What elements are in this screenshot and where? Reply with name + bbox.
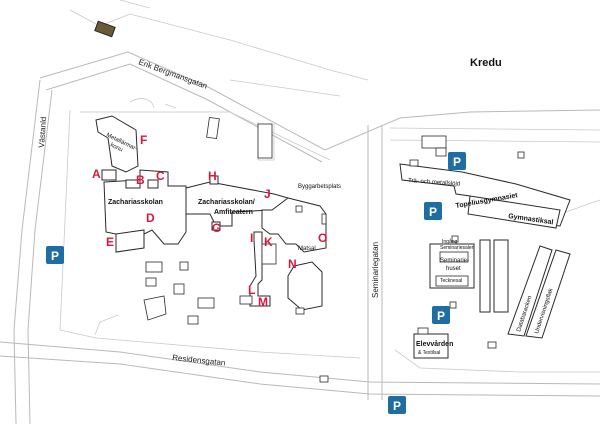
label-ingang-1: Ingång <box>442 238 458 245</box>
label-byggarbetsplats: Byggarbetsplats <box>298 184 341 190</box>
svg-text:P: P <box>51 249 59 263</box>
parking-signs: P P P P P <box>46 152 466 414</box>
parking-icon[interactable]: P <box>424 202 442 220</box>
letter-m[interactable]: M <box>258 295 268 309</box>
svg-text:P: P <box>437 309 445 323</box>
buildings-main-campus <box>95 115 329 383</box>
street-residensgatan: Residensgatan <box>172 353 226 368</box>
svg-text:P: P <box>453 155 461 169</box>
label-zachariasskolan-amfiteatern-2: Amfiteatern <box>214 209 253 216</box>
letter-o[interactable]: O <box>318 231 327 245</box>
label-zachariasskolan: Zachariasskolan <box>108 199 163 206</box>
label-textilsal: & Textilsal <box>418 350 440 356</box>
label-seminariehuset-1: Seminarie- <box>440 258 469 264</box>
label-zachariasskolan-amfiteatern-1: Zachariasskolan/ <box>198 199 255 206</box>
parking-structure-top <box>94 20 116 38</box>
letter-c[interactable]: C <box>156 169 165 183</box>
parking-icon[interactable]: P <box>432 306 450 324</box>
letter-j[interactable]: J <box>264 187 271 201</box>
letter-a[interactable]: A <box>92 167 101 181</box>
letter-d[interactable]: D <box>146 211 155 225</box>
label-tra-och-metallslojd: Trä- och metallslöjd <box>408 178 460 188</box>
street-vastanld: Västanld <box>37 116 48 148</box>
letter-k[interactable]: K <box>264 235 273 249</box>
label-elevvarden: Elevvården <box>416 340 453 348</box>
parking-icon[interactable]: P <box>388 396 406 414</box>
svg-text:P: P <box>393 399 401 413</box>
label-seminariehuset-2: huset <box>446 266 461 272</box>
label-matsal: Matsal <box>298 246 316 252</box>
parking-icon[interactable]: P <box>46 246 64 264</box>
letter-l[interactable]: L <box>248 283 255 297</box>
letter-f[interactable]: F <box>140 133 147 147</box>
letter-h[interactable]: H <box>208 169 217 183</box>
buildings-right-campus <box>399 135 571 359</box>
svg-text:P: P <box>429 205 437 219</box>
letter-e[interactable]: E <box>106 235 114 249</box>
letter-n[interactable]: N <box>288 257 297 271</box>
label-konu: konu <box>109 142 123 153</box>
letter-i[interactable]: I <box>250 231 253 245</box>
label-ingang-2: Seminariesalen <box>440 245 475 251</box>
letter-g[interactable]: G <box>212 221 221 235</box>
label-tecknesal: Tecknesal <box>440 278 462 284</box>
building-letter-markers: A B C D E F G H I J K L M N O <box>92 133 327 309</box>
street-erik-bergmansgatan: Erik Bergmansgatan <box>137 57 208 90</box>
area-label-kredu: Kredu <box>470 57 502 69</box>
street-seminariegatan: Seminariegatan <box>371 242 380 298</box>
letter-b[interactable]: B <box>136 173 145 187</box>
parking-icon[interactable]: P <box>448 152 466 170</box>
